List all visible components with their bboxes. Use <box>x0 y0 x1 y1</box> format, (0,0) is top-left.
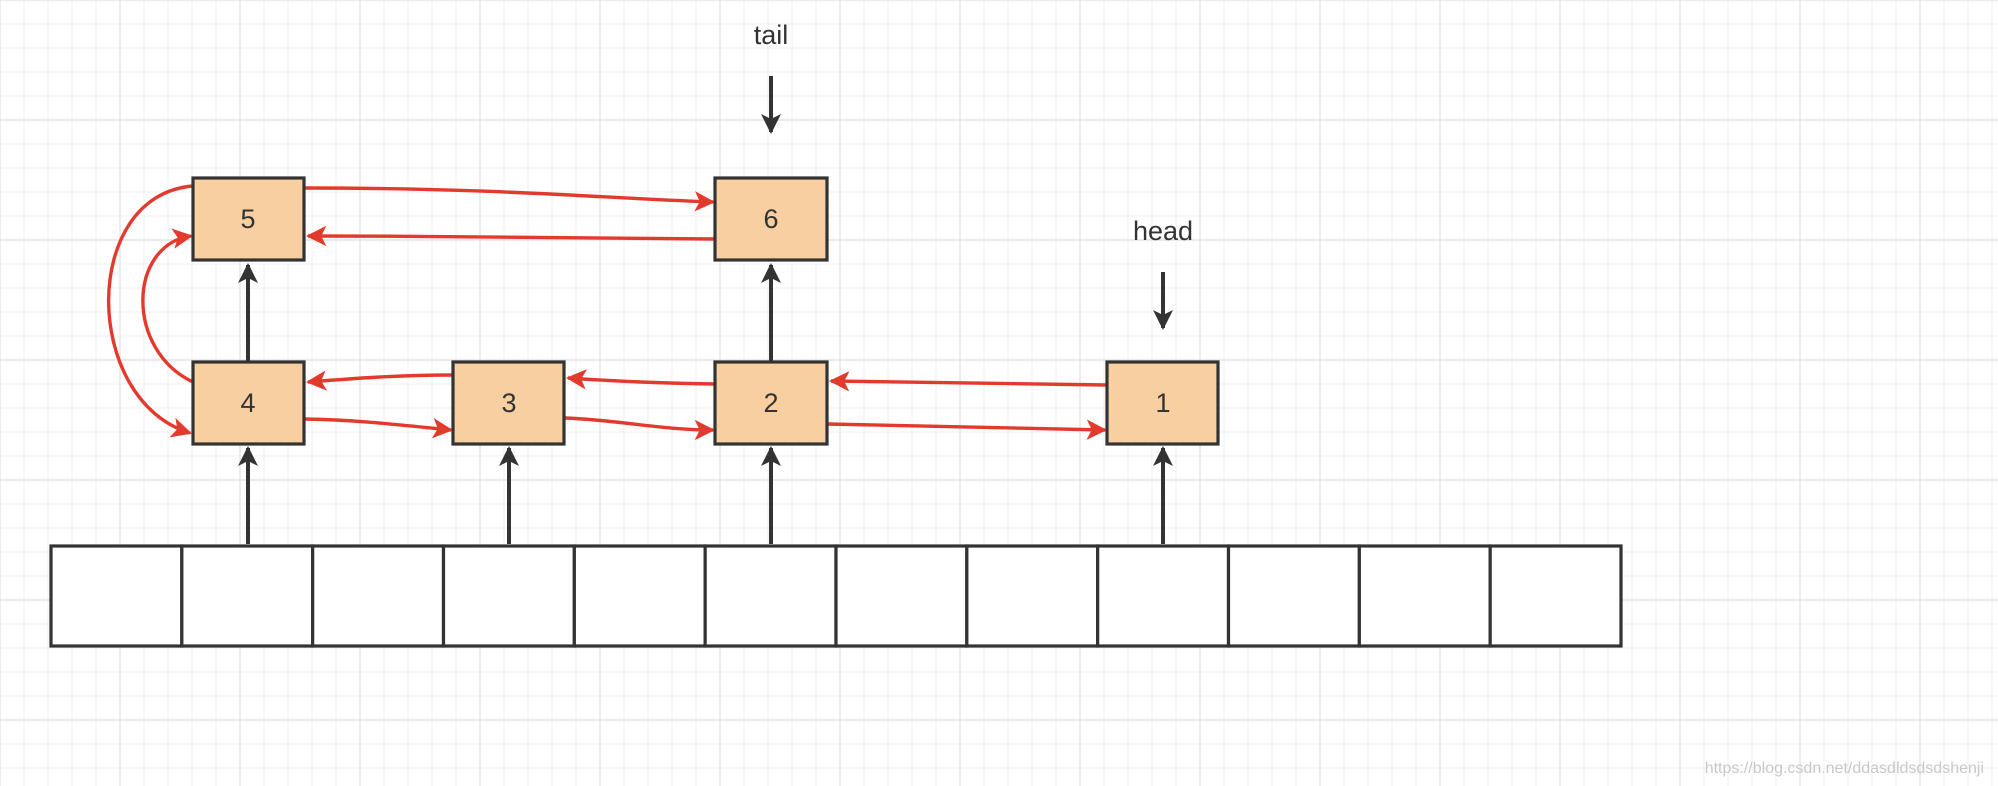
node-4-box <box>191 360 306 446</box>
bucket-slot <box>965 544 1100 648</box>
linked-list-arrows <box>107 184 1108 441</box>
node-1-box <box>1105 360 1220 446</box>
node-3: 3 <box>451 360 566 446</box>
bucket-array <box>49 544 1623 648</box>
bucket-slot <box>49 544 184 648</box>
node-1: 1 <box>1105 360 1220 446</box>
node-5-box <box>191 176 306 262</box>
link-4-to-5-curve <box>141 228 194 384</box>
bucket-slot <box>1357 544 1492 648</box>
node-4: 4 <box>191 360 306 446</box>
bucket-slot <box>1488 544 1623 648</box>
bucket-slot <box>311 544 446 648</box>
link-5-to-6 <box>303 186 716 212</box>
link-3-to-4 <box>305 370 454 391</box>
link-3-to-2 <box>564 416 716 441</box>
node-2-box <box>713 360 829 446</box>
node-3-label: 3 <box>501 388 516 418</box>
bucket-slot <box>834 544 969 648</box>
node-6-box <box>713 176 829 262</box>
node-3-box <box>451 360 566 446</box>
bucket-slot <box>441 544 576 648</box>
bucket-slot <box>1096 544 1231 648</box>
link-6-to-5 <box>305 225 716 247</box>
head-label: head <box>1133 216 1193 246</box>
link-4-to-3 <box>303 417 454 439</box>
watermark: https://blog.csdn.net/ddasdldsdsdshenji <box>1704 760 1984 777</box>
node-5: 5 <box>191 176 306 262</box>
node-5-label: 5 <box>240 204 255 234</box>
node-4-label: 4 <box>240 388 255 418</box>
bucket-pointer-arrows <box>238 76 1173 544</box>
bucket-slot <box>1226 544 1361 648</box>
tail-label: tail <box>754 20 789 50</box>
node-6: 6 <box>713 176 829 262</box>
link-1-to-2 <box>828 371 1108 392</box>
bucket-slot <box>180 544 315 648</box>
node-2: 2 <box>713 360 829 446</box>
node-1-label: 1 <box>1155 388 1170 418</box>
link-5-to-4-curve <box>107 184 194 438</box>
bucket-slot <box>572 544 707 648</box>
link-2-to-3 <box>565 369 716 390</box>
node-2-label: 2 <box>763 388 778 418</box>
bucket-slot <box>703 544 838 648</box>
node-6-label: 6 <box>763 204 778 234</box>
link-2-to-1 <box>826 419 1108 440</box>
